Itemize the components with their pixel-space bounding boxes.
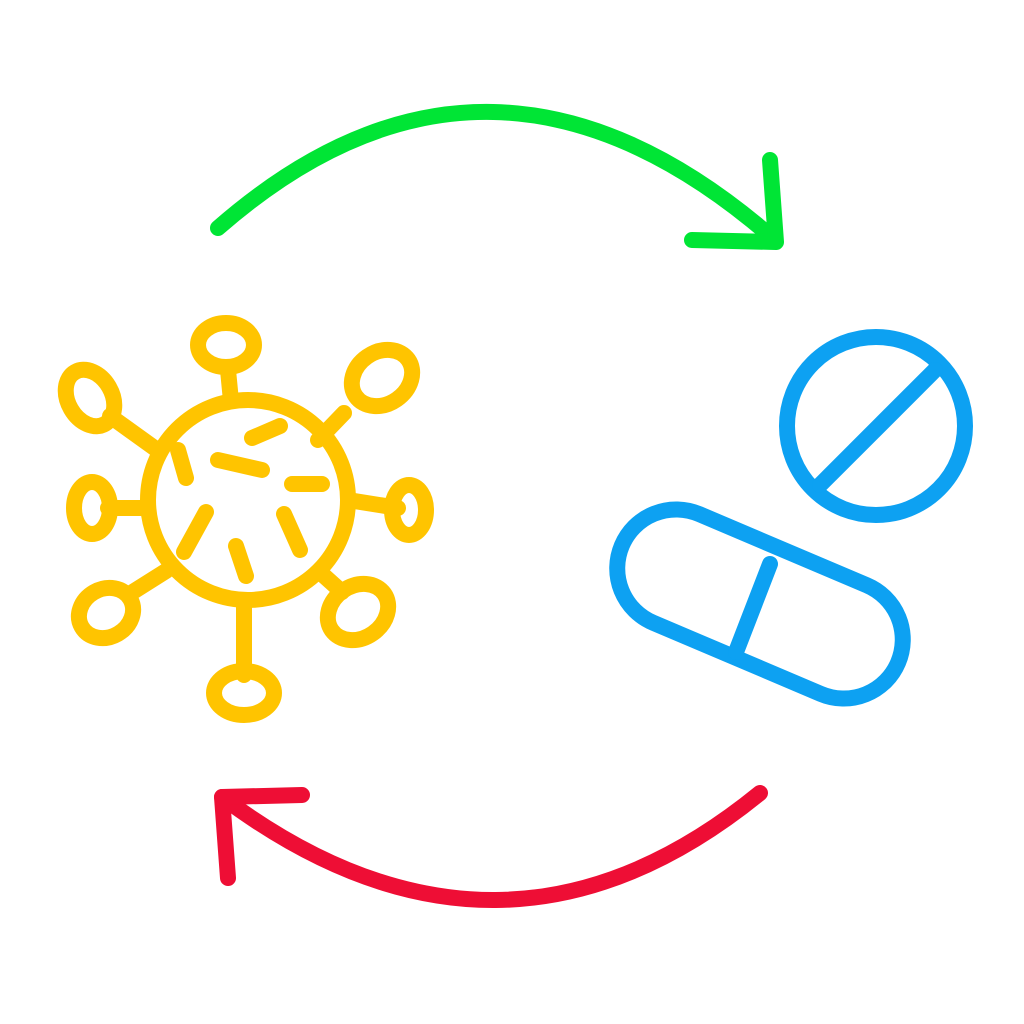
virus-spike-tip	[206, 663, 282, 723]
tablet-outline	[779, 329, 973, 523]
virus-detail	[228, 538, 254, 584]
virus-icon	[57, 315, 434, 723]
virus-spike-tip	[319, 575, 397, 649]
tablet-icon	[779, 329, 973, 523]
virus-detail	[210, 452, 270, 478]
top-arrow-icon	[210, 103, 784, 250]
virus-detail	[276, 506, 308, 558]
capsule-icon	[609, 501, 911, 707]
virus-spike-tip	[70, 579, 142, 647]
virus-spike-tip	[66, 474, 118, 542]
virus-spike-tip	[384, 477, 434, 543]
virus-detail	[176, 504, 214, 560]
virus-spike-tip	[343, 341, 421, 415]
virus-detail	[170, 442, 194, 486]
virus-spike	[310, 405, 352, 448]
capsule-divider	[728, 556, 778, 660]
bottom-arrow-icon	[214, 785, 768, 908]
tablet-score-line	[812, 362, 943, 493]
virus-spike-tip	[57, 361, 123, 435]
bottom-arrow-head	[214, 787, 310, 886]
virus-spike	[102, 408, 168, 460]
top-arrow-head	[684, 152, 784, 250]
virus-spike	[220, 362, 239, 409]
top-arrow-arc	[210, 103, 783, 248]
bottom-arrow-arc	[214, 785, 768, 908]
virus-detail	[244, 418, 288, 446]
virus-spike-tip	[190, 315, 262, 375]
